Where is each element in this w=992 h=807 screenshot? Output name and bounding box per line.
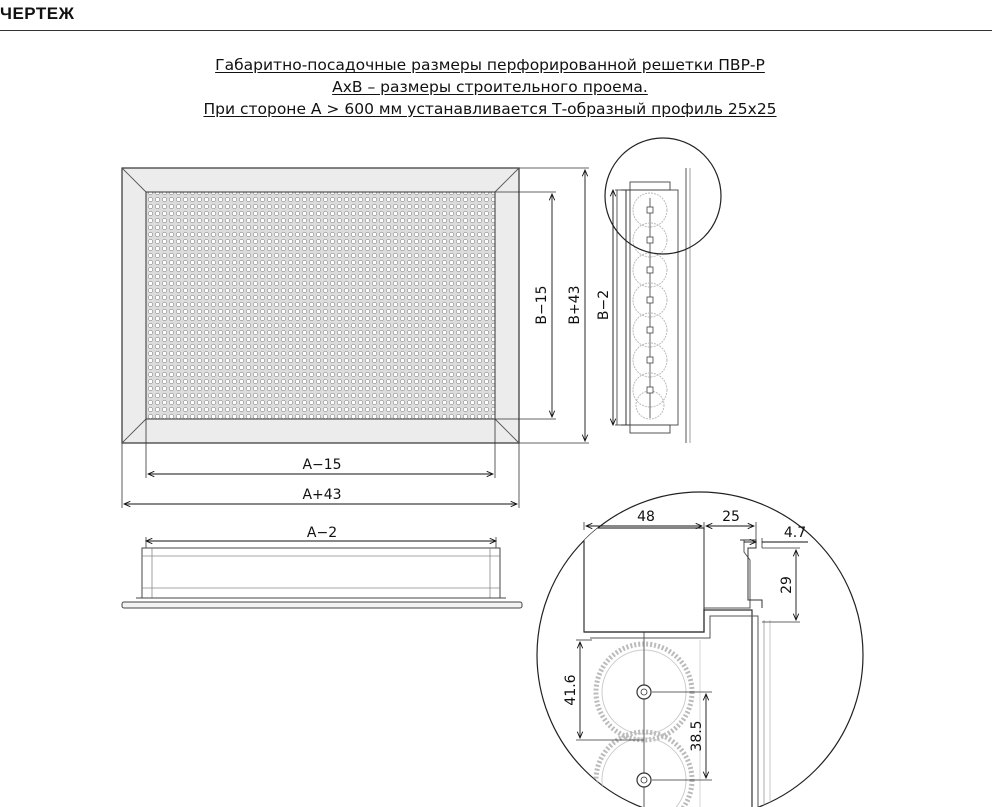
dim-outer-height: B+43 — [567, 285, 583, 324]
detail-callout-circle — [604, 137, 722, 255]
dim-4-7: 4.7 — [784, 525, 806, 541]
header-divider — [0, 30, 992, 31]
dim-inner-height: B−15 — [534, 285, 550, 324]
page-header-title: ЧЕРТЕЖ — [0, 4, 75, 23]
perforated-panel — [145, 191, 496, 420]
height-dimensions: B−15 B+43 — [495, 167, 589, 444]
dim-25: 25 — [722, 509, 740, 525]
dim-38-5: 38.5 — [689, 720, 705, 751]
grille-front-view — [121, 167, 520, 444]
grille-side-view: B−2 — [596, 137, 722, 443]
dim-29: 29 — [779, 576, 795, 594]
caption-line-1: Габаритно-посадочные размеры перфорирова… — [215, 56, 765, 74]
detail-enlarged-view: 48 25 4.7 29 41.6 38.5 — [536, 491, 864, 807]
dim-outer-width: A+43 — [302, 487, 341, 503]
dim-side-height: B−2 — [596, 290, 612, 320]
dim-41-6: 41.6 — [563, 674, 579, 705]
width-dimensions: A−15 A+43 — [121, 419, 520, 508]
caption-line-2: АхВ – размеры строительного проема. — [332, 78, 648, 96]
dim-inner-width: A−15 — [302, 457, 341, 473]
grille-bottom-view: A−2 — [121, 525, 523, 609]
drawing-caption: Габаритно-посадочные размеры перфорирова… — [140, 54, 840, 120]
dim-48: 48 — [637, 509, 655, 525]
caption-line-3: При стороне А > 600 мм устанавливается Т… — [203, 100, 777, 118]
dim-bottom-width: A−2 — [307, 525, 337, 541]
